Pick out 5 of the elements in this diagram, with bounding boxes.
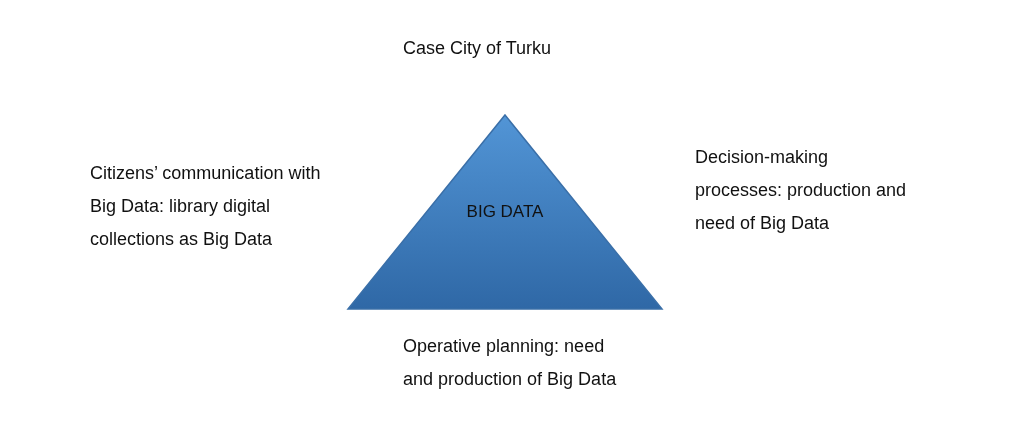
text-label: Decision-making processes: production and need of Big Data xyxy=(695,146,908,235)
node-label: BIG DATA xyxy=(465,202,545,223)
diagram-title: Case City of Turku xyxy=(403,37,552,60)
text-label: Operative planning: need and production of Big Data xyxy=(403,335,618,391)
text-label: Citizens’ communication with Big Data: library digital collections as Big Data xyxy=(90,162,322,251)
